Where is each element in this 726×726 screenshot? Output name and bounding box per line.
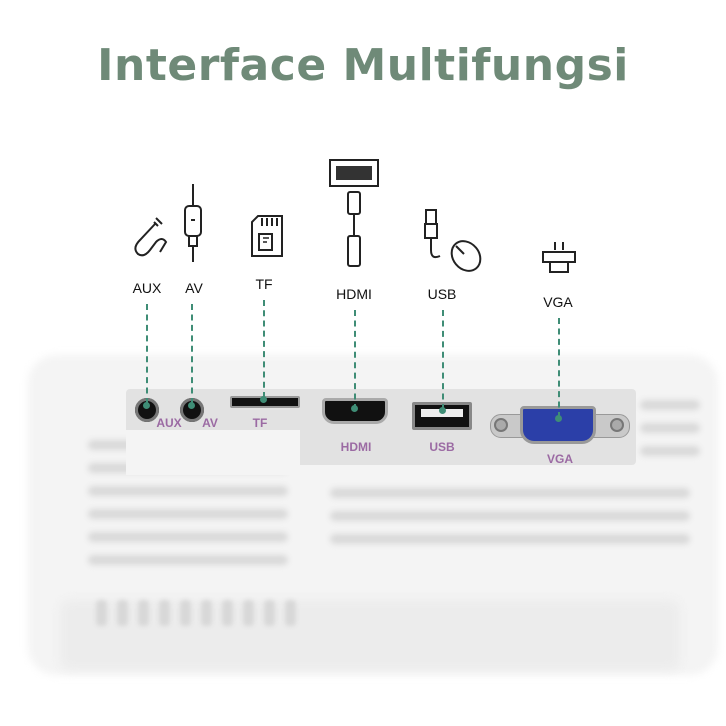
port-label-tf: TF	[252, 416, 268, 430]
leader-dot	[555, 415, 562, 422]
av-cable-icon	[184, 184, 202, 262]
vent-slat	[88, 486, 288, 496]
vent-grille	[222, 600, 233, 626]
vent-grille	[285, 600, 296, 626]
vent-grille	[138, 600, 149, 626]
label-tf: TF	[255, 276, 273, 292]
leader-dot	[351, 405, 358, 412]
leader-dot	[188, 402, 195, 409]
vent-grille	[201, 600, 212, 626]
label-usb: USB	[427, 286, 457, 302]
label-hdmi: HDMI	[336, 286, 372, 302]
vent-slat	[640, 446, 700, 456]
sd-card-icon	[251, 215, 283, 257]
hdmi-cable-icon	[329, 159, 379, 267]
vent-grille	[243, 600, 254, 626]
leader-line-usb	[442, 310, 444, 410]
label-av: AV	[185, 280, 203, 296]
vent-slat	[330, 534, 690, 544]
leader-dot	[260, 396, 267, 403]
leader-dot	[143, 402, 150, 409]
vga-connector-icon	[542, 242, 576, 273]
port-label-hdmi: HDMI	[340, 440, 372, 454]
port-label-av: AV	[202, 416, 218, 430]
label-vga: VGA	[543, 294, 573, 310]
port-label-vga: VGA	[546, 452, 573, 466]
vent-slat	[640, 400, 700, 410]
vent-slat	[330, 511, 690, 521]
leader-line-av	[191, 304, 193, 404]
leader-line-hdmi	[354, 310, 356, 410]
leader-line-tf	[263, 300, 265, 398]
usb-mouse-icon	[424, 209, 482, 272]
vent-slat	[88, 555, 288, 565]
vent-grille	[96, 600, 107, 626]
vent-grille	[264, 600, 275, 626]
leader-line-vga	[558, 318, 560, 418]
port-label-aux: AUX	[156, 416, 182, 430]
vent-slat	[88, 509, 288, 519]
vent-grille	[159, 600, 170, 626]
leader-line-aux	[146, 304, 148, 404]
aux-cable-icon	[134, 217, 168, 257]
vent-slat	[640, 423, 700, 433]
projector-base	[60, 600, 680, 670]
vent-slat	[330, 488, 690, 498]
leader-dot	[439, 407, 446, 414]
label-aux: AUX	[132, 280, 162, 296]
page-title: Interface Multifungsi	[97, 40, 629, 91]
port-label-usb: USB	[429, 440, 455, 454]
vent-slat	[88, 532, 288, 542]
panel-recess	[126, 430, 300, 475]
vent-grille	[180, 600, 191, 626]
vent-grille	[117, 600, 128, 626]
